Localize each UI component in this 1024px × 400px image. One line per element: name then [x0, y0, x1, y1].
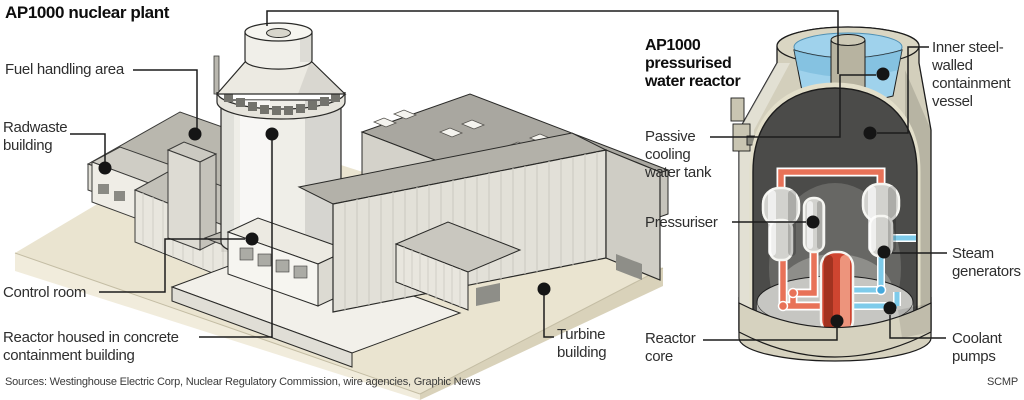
cold-pipe-junction [875, 284, 887, 296]
footer-credit: SCMP [987, 376, 1018, 388]
callout-dot-inner-vessel [863, 126, 877, 140]
hot-pipe-junction [777, 300, 789, 312]
connector-line [266, 10, 839, 74]
callout-dot-reactor-core [830, 314, 844, 328]
page-title: AP1000 nuclear plant [5, 3, 169, 22]
label-control-room: Control room [3, 284, 87, 301]
callout-dot-turbine [537, 282, 551, 296]
cold-coolant-pipes [852, 234, 916, 310]
label-steam-generators: Steam generators [952, 245, 1021, 280]
label-inner-vessel: Inner steel-walled containment vessel [932, 39, 1011, 110]
louver-vents [239, 247, 308, 279]
callout-dot-control-room [245, 232, 259, 246]
callout-dot-fuel-handling [188, 127, 202, 141]
hot-coolant-pipes [776, 167, 886, 311]
callout-dot-radwaste [98, 161, 112, 175]
callout-dot-coolant-pump [883, 301, 897, 315]
steam-generator-right [861, 182, 901, 258]
callout-dot-water-tank [876, 67, 890, 81]
label-passive-cooling-water-tank: Passive cooling water tank [645, 128, 712, 181]
containment-window-band [224, 93, 340, 115]
reactor-cutaway [730, 26, 932, 362]
label-turbine-building: Turbine building [557, 326, 607, 361]
label-pressuriser: Pressuriser [645, 214, 718, 231]
base-front-lip [738, 302, 932, 358]
callout-dot-pressuriser [806, 215, 820, 229]
callout-lines [70, 10, 947, 341]
hot-pipe-junction [787, 287, 799, 299]
callout-dots [98, 67, 897, 328]
footer-sources: Sources: Westinghouse Electric Corp, Nuc… [5, 376, 481, 388]
label-reactor-housed: Reactor housed in concrete containment b… [3, 329, 179, 364]
vent-pole [213, 55, 220, 95]
label-reactor-core: Reactor core [645, 330, 696, 365]
callout-dot-steam-generator [877, 245, 891, 259]
label-coolant-pumps: Coolant pumps [952, 330, 1002, 365]
plant-illustration [14, 22, 670, 400]
callout-dot-containment [265, 127, 279, 141]
passive-water-tank [776, 26, 920, 103]
label-radwaste-building: Radwaste building [3, 119, 68, 154]
turbine-building [297, 93, 670, 313]
steam-generator-left [761, 186, 801, 262]
label-fuel-handling-area: Fuel handling area [5, 61, 124, 78]
reactor-title: AP1000 pressurised water reactor [645, 37, 741, 91]
